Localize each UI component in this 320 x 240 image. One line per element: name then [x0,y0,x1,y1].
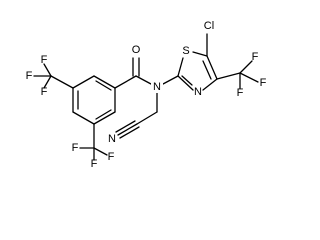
bond-thiazole-n-c2 [177,75,194,91]
atom-n-amide: N [153,81,161,93]
bond-c4-cf3c [216,72,241,80]
atom-f5: F [91,158,98,170]
atom-sulfur: S [182,45,189,57]
atom-f7: F [252,51,259,63]
atom-oxygen: O [132,44,141,56]
atom-chlorine: Cl [204,20,214,32]
bond-ring-carbonyl [114,75,137,89]
atom-labels: F F F F F F O N N S N Cl F F F [26,20,267,170]
bond-thiazole-c5-c4-inner [202,60,212,80]
bond-benzene-inner-1 [95,80,112,91]
bonds [33,33,259,161]
atom-f4: F [72,142,79,154]
bond-benzene-6 [72,75,95,89]
bond-benzene-4 [72,111,95,125]
bond-ring-cf3a [50,75,74,89]
atom-n-nitrile: N [108,133,116,145]
bond-benzene-3 [93,111,116,125]
bond-carbonyl-n [135,75,152,85]
bond-thiazole-c2-s [177,57,184,77]
atom-f6: F [108,151,115,163]
atom-bg-n-amide [151,81,163,93]
bond-cf3b-f3 [93,147,108,156]
bond-nitrile-2 [115,120,136,133]
bond-thiazole-c5-c4 [206,55,218,80]
bond-cf3c-f2 [239,72,259,83]
atom-f8: F [260,77,267,89]
bond-benzene-inner-2 [95,109,112,120]
bond-thiazole-s-c5 [192,51,208,57]
atom-n-ring: N [194,86,202,98]
bond-cf3a-f1 [43,63,52,77]
bond-ch2-c [136,111,158,125]
bond-nitrile-3 [119,126,140,139]
bond-cf3c-f1 [239,60,253,74]
bond-n-thiazole [162,75,179,85]
bond-thiazole-n-c2-inner [181,75,193,86]
bond-cf3a-f3 [43,75,52,89]
molecule-diagram: F F F F F F O N N S N Cl F F F [26,20,267,170]
atom-f3: F [41,86,48,98]
bond-thiazole-c4-n [202,78,218,91]
atom-f2: F [26,70,33,82]
bond-benzene-1 [93,75,116,89]
atom-f1: F [41,54,48,66]
bond-nitrile-1 [117,123,138,136]
atom-f9: F [237,87,244,99]
